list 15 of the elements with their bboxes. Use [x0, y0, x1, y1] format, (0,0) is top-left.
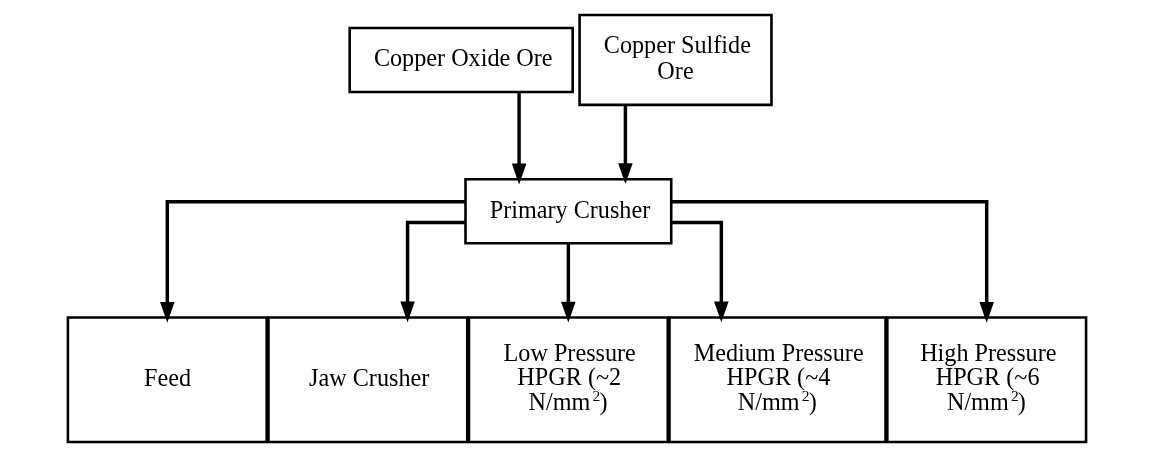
arrow	[670, 220, 729, 323]
node-box: High Pressure HPGR (~6 N/mm$^{2}$)	[885, 316, 1087, 444]
node-box: Low Pressure HPGR (~2 N/mm$^{2}$)	[467, 316, 669, 444]
arrow	[617, 105, 633, 185]
arrow	[399, 220, 465, 323]
arrow	[560, 243, 576, 323]
node-box: Primary Crusher	[463, 177, 672, 245]
arrow	[511, 92, 526, 185]
node-box: Jaw Crusher	[266, 316, 469, 444]
arrow	[670, 200, 994, 323]
node-box: Feed	[66, 316, 268, 444]
node-box: Medium Pressure HPGR (~4 N/mm$^{2}$)	[667, 316, 887, 444]
arrow	[159, 200, 465, 323]
node-box: Copper Oxide Ore	[347, 26, 574, 94]
node-box: Copper Sulfide Ore	[577, 13, 773, 107]
